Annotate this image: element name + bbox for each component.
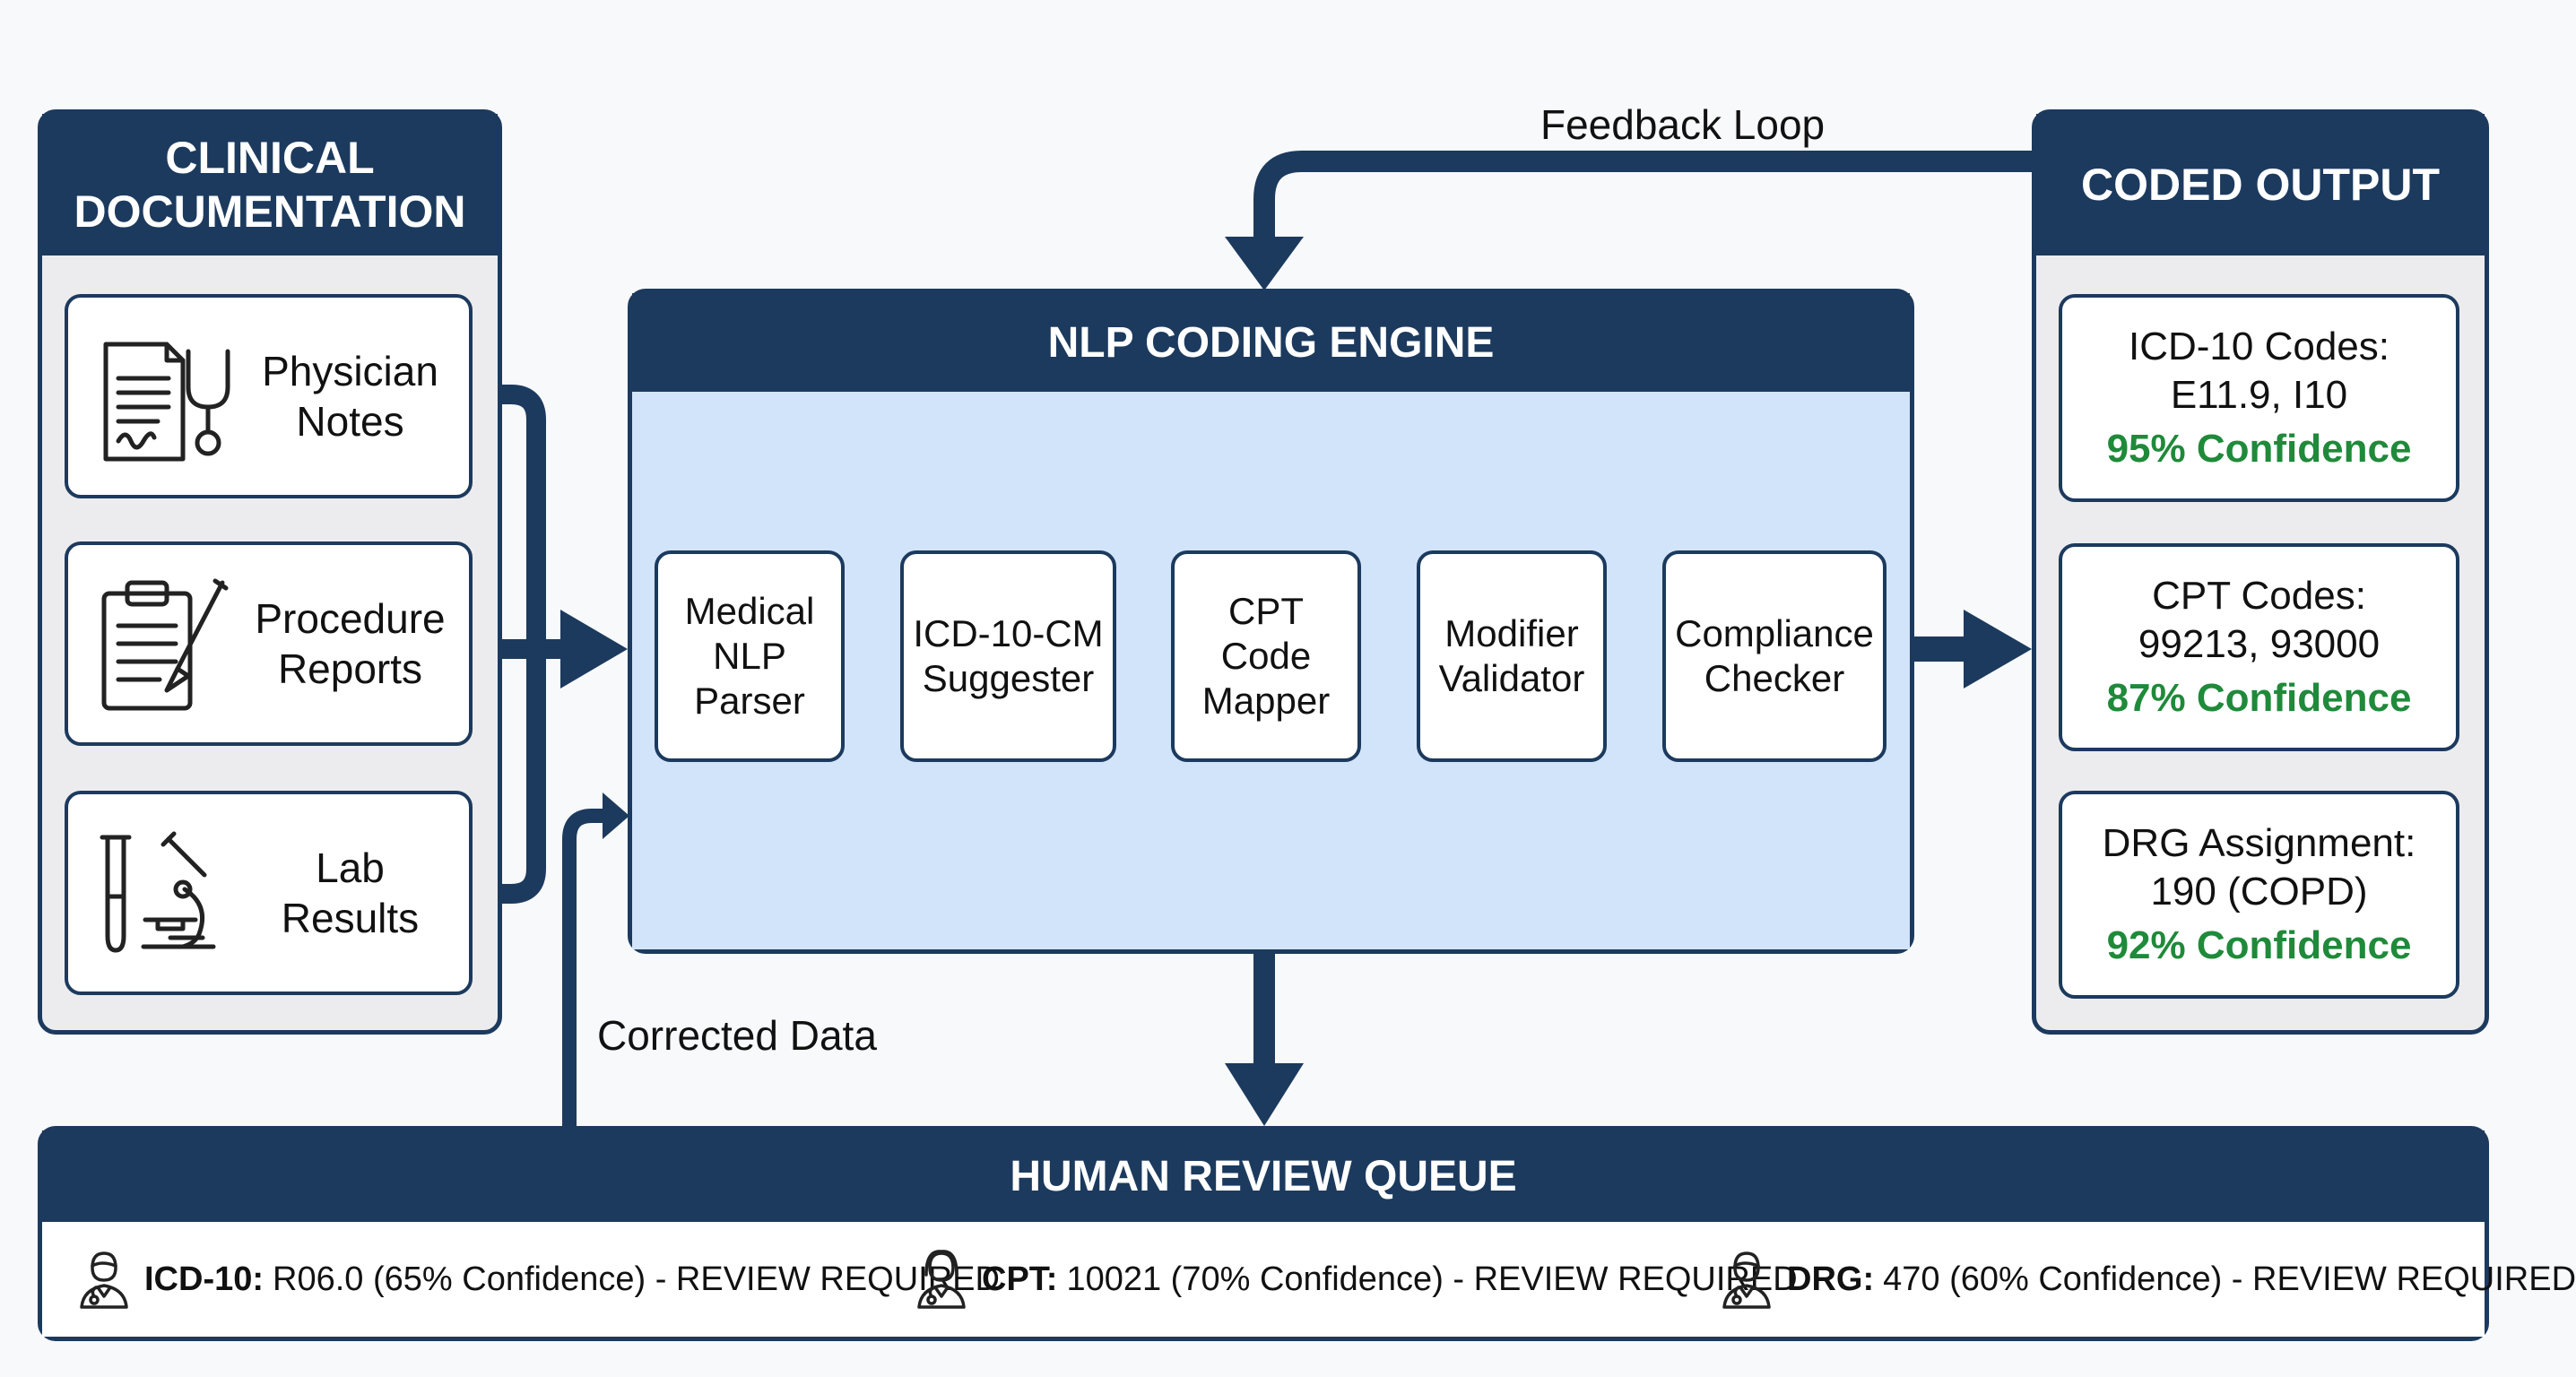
node-icd-10-cm-suggester[interactable]: ICD-10-CM Suggester [900, 550, 1116, 762]
output-icd-10-codes: ICD-10 Codes: E11.9, I10 [2128, 325, 2390, 417]
source-label-physician-notes: Physician Notes [262, 348, 438, 445]
review-item-icd-10-label: ICD-10: [144, 1260, 265, 1298]
node-cpt-code-mapper[interactable]: CPT Code Mapper [1171, 550, 1361, 762]
review-item-drg-text: 470 (60% Confidence) - REVIEW REQUIRED [1883, 1260, 2576, 1298]
source-label-procedure-reports: Procedure Reports [255, 595, 446, 692]
output-icd-10-confidence: 95% Confidence [2106, 427, 2412, 471]
output-card-drg[interactable]: DRG Assignment: 190 (COPD) 92% Confidenc… [2059, 791, 2459, 999]
source-card-procedure-reports[interactable]: Procedure Reports [65, 541, 473, 746]
source-card-lab-results[interactable]: Lab Results [65, 791, 473, 995]
review-item-cpt-text: 10021 (70% Confidence) - REVIEW REQUIRED [1066, 1260, 1798, 1298]
review-arrowhead [1225, 1063, 1304, 1126]
output-cpt-confidence: 87% Confidence [2106, 676, 2412, 720]
node-medical-nlp-parser[interactable]: Medical NLP Parser [655, 550, 845, 762]
review-queue-body: ICD-10: R06.0 (65% Confidence) - REVIEW … [42, 1222, 2576, 1337]
reviewer-icon [917, 1250, 966, 1309]
review-item-drg-label: DRG: [1787, 1260, 1875, 1298]
corrected-data-line [562, 809, 605, 1128]
output-arrowhead [1964, 610, 2032, 688]
coded-output-title: CODED OUTPUT [2036, 114, 2485, 255]
review-item-icd-10-text: R06.0 (65% Confidence) - REVIEW REQUIRED [273, 1260, 1000, 1298]
source-card-physician-notes[interactable]: Physician Notes [65, 294, 473, 498]
review-item-cpt-label: CPT: [982, 1260, 1058, 1298]
review-item-icd-10[interactable]: ICD-10: R06.0 (65% Confidence) - REVIEW … [76, 1222, 1000, 1337]
output-drg-confidence: 92% Confidence [2106, 923, 2412, 967]
procedure-reports-icon [101, 578, 229, 711]
connector-lab-results [471, 654, 546, 904]
input-arrowhead [560, 610, 628, 688]
physician-notes-icon [103, 342, 230, 462]
corrected-data-label: Corrected Data [597, 1012, 877, 1059]
nlp-coding-engine-title: NLP CODING ENGINE [632, 293, 1910, 392]
feedback-loop-line [1253, 151, 2034, 240]
feedback-loop-arrowhead [1225, 237, 1304, 290]
feedback-loop-label: Feedback Loop [1540, 101, 1826, 148]
output-drg-assignment: DRG Assignment: 190 (COPD) [2102, 821, 2416, 914]
human-review-queue-title: HUMAN REVIEW QUEUE [42, 1130, 2485, 1222]
node-compliance-checker[interactable]: Compliance Checker [1662, 550, 1886, 762]
clinical-documentation-title: CLINICAL DOCUMENTATION [42, 114, 498, 255]
source-label-lab-results: Lab Results [281, 844, 420, 941]
human-review-queue-panel: HUMAN REVIEW QUEUE ICD-10: R06.0 (65% Co… [38, 1126, 2576, 1341]
output-card-icd-10[interactable]: ICD-10 Codes: E11.9, I10 95% Confidence [2059, 294, 2459, 502]
reviewer-icon [80, 1251, 128, 1309]
output-cpt-codes: CPT Codes: 99213, 93000 [2138, 574, 2381, 666]
output-card-cpt[interactable]: CPT Codes: 99213, 93000 87% Confidence [2059, 543, 2459, 751]
reviewer-icon [1722, 1251, 1771, 1309]
lab-results-icon [100, 831, 216, 953]
review-item-drg[interactable]: DRG: 470 (60% Confidence) - REVIEW REQUI… [1719, 1222, 2576, 1337]
review-item-cpt[interactable]: CPT: 10021 (70% Confidence) - REVIEW REQ… [914, 1222, 1798, 1337]
node-modifier-validator[interactable]: Modifier Validator [1417, 550, 1607, 762]
connector-physician-notes [471, 385, 546, 644]
corrected-data-arrowhead [603, 792, 629, 839]
